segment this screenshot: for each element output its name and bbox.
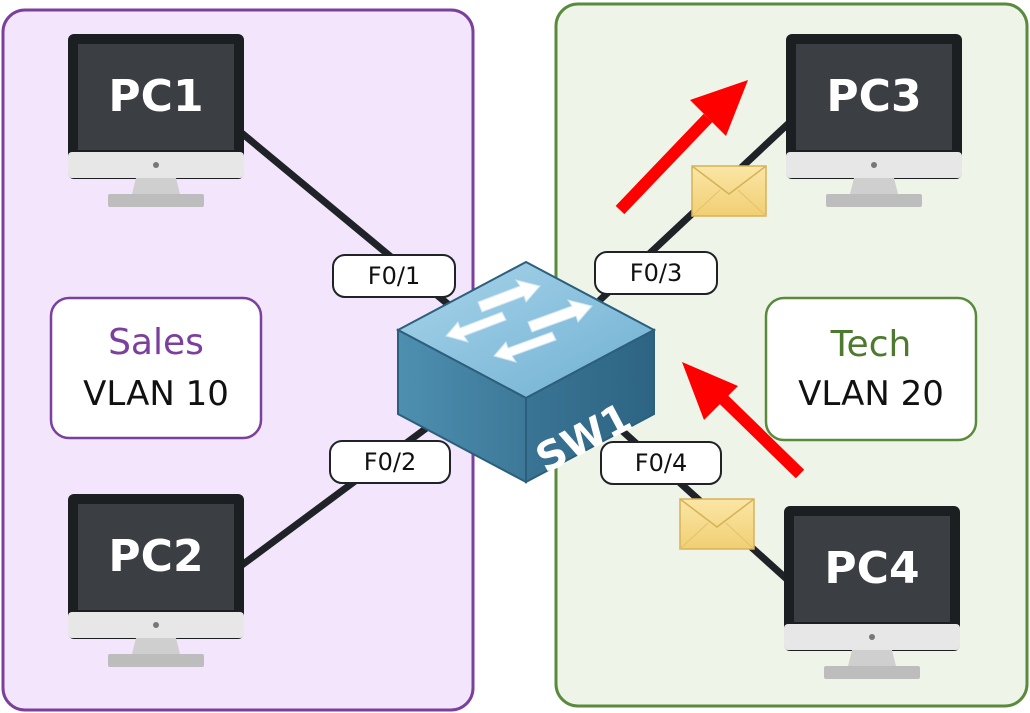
port-text-f02: F0/2	[364, 448, 416, 476]
monitor-icon	[68, 34, 244, 207]
vlan-box-tech: Tech VLAN 20	[764, 296, 978, 442]
red-arrow-icon	[682, 362, 805, 479]
pc2-label: PC2	[108, 531, 203, 582]
pc1-label: PC1	[108, 71, 203, 122]
port-label-f01: F0/1	[332, 254, 456, 298]
port-label-f02: F0/2	[329, 440, 451, 484]
envelope-icon	[679, 498, 755, 550]
envelope-icon	[691, 165, 767, 217]
switch-icon	[395, 260, 657, 484]
pc3[interactable]: PC3	[786, 34, 962, 207]
vlan-id-sales: VLAN 10	[83, 374, 229, 414]
monitor-icon	[786, 34, 962, 207]
vlan-name-sales: Sales	[108, 322, 204, 363]
port-text-f01: F0/1	[368, 262, 420, 290]
vlan-id-tech: VLAN 20	[798, 374, 944, 414]
frame-pc4	[679, 498, 755, 550]
pc4[interactable]: PC4	[784, 506, 960, 679]
port-text-f03: F0/3	[630, 259, 682, 287]
port-label-f03: F0/3	[594, 251, 718, 295]
vlan-name-tech: Tech	[830, 324, 912, 365]
vlan-box-sales: Sales VLAN 10	[49, 296, 263, 440]
monitor-icon	[68, 494, 244, 667]
pc1[interactable]: PC1	[68, 34, 244, 207]
pc2[interactable]: PC2	[68, 494, 244, 667]
arrow-to-pc3	[615, 80, 748, 215]
frame-pc3	[691, 165, 767, 217]
pc4-label: PC4	[824, 543, 919, 594]
monitor-icon	[784, 506, 960, 679]
pc3-label: PC3	[826, 71, 921, 122]
red-arrow-icon	[615, 80, 748, 215]
arrow-to-switch	[682, 362, 805, 479]
port-label-f04: F0/4	[600, 441, 722, 485]
switch-sw1[interactable]: SW1	[395, 260, 657, 484]
port-text-f04: F0/4	[635, 449, 687, 477]
